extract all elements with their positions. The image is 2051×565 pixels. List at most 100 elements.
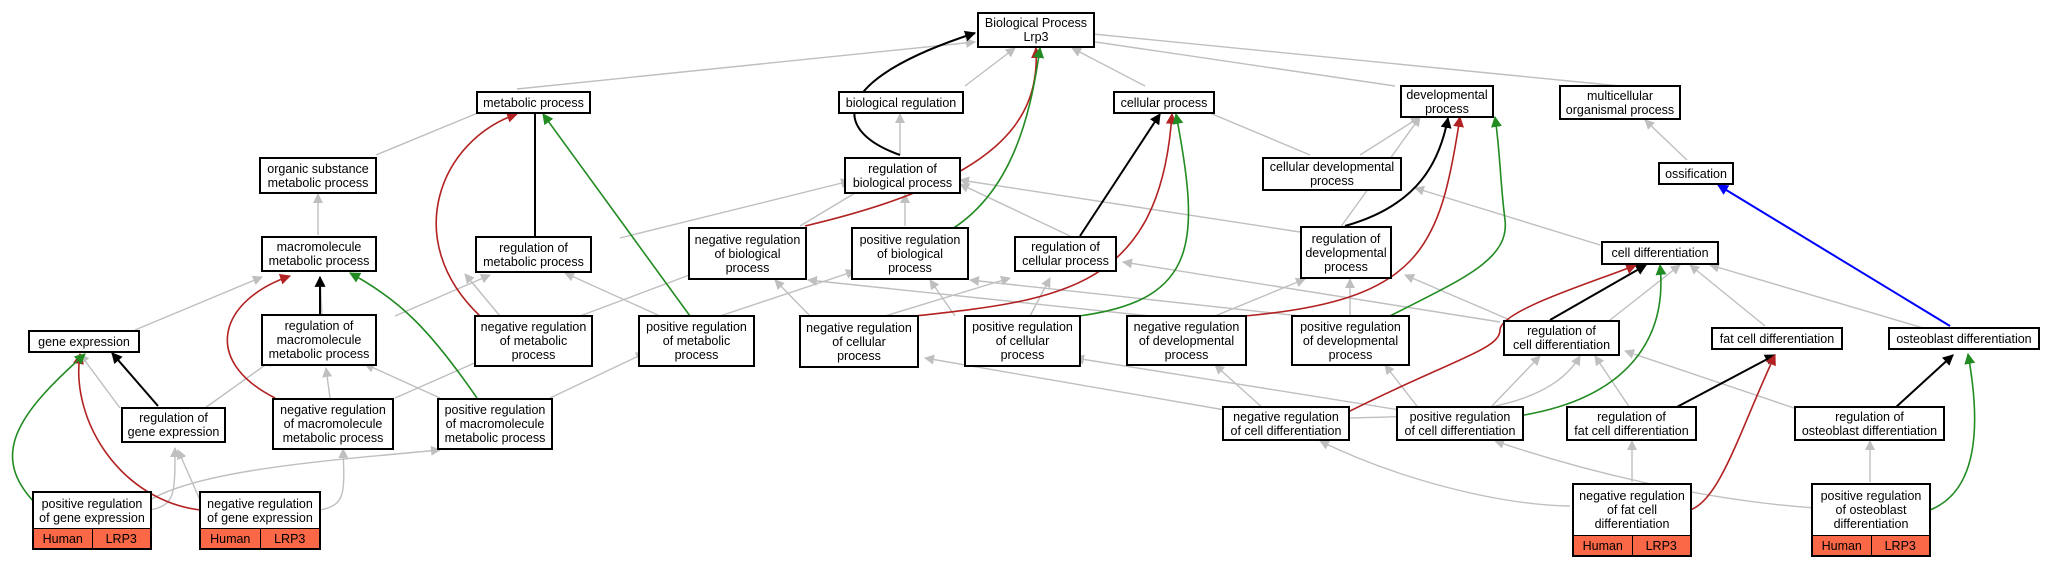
edge-fatdiff-celldiff [1689,264,1766,327]
edge-reggene-regmacro [204,357,276,409]
node-label-line: osteoblast differentiation [1896,331,2032,346]
node-fat-cell-differentiation[interactable]: fat cell differentiation [1711,327,1843,350]
node-metabolic-process[interactable]: metabolic process [476,91,591,114]
edge-regfat-regcelldiff [1594,355,1631,409]
node-label-line: fat cell differentiation [1574,423,1689,438]
edge-negcell-negbio [774,279,811,317]
node-label-line: of biological [876,246,943,261]
node-label-line: of developmental [1302,333,1399,348]
edge-cellular-bp [1071,47,1146,87]
edge-regmet-regbio [619,178,851,239]
node-label-line: metabolic process [444,431,546,445]
node-label-line: process [725,260,770,275]
edge-negfat-fatdiff-red [1689,354,1776,511]
node-osteoblast-differentiation[interactable]: osteoblast differentiation [1888,327,2040,350]
node-label-line: metabolic process [483,254,584,269]
node-label-line: fat cell differentiation [1719,331,1835,346]
node-label-line: regulation of [1311,231,1381,246]
node-label-line: metabolic process [282,431,384,445]
edge-regcelldiff-regdev [1404,273,1511,321]
edge-negcelldiff-negdev [1214,364,1266,411]
node-label-line: regulation of [1527,324,1596,338]
node-label-line: gene expression [38,334,130,349]
node-ossification[interactable]: ossification [1658,162,1734,185]
node-label-line: of fat cell [1606,503,1658,517]
node-label-line: of cellular [832,334,886,349]
node-label-line: macromolecule [276,333,362,347]
edge-regdev-developmental-black [1344,116,1452,227]
edge-reggene-geneexp [79,353,121,409]
node-label-line: regulation of [868,161,937,176]
node-label-line: process [511,348,556,362]
node-label-line: process [888,260,932,275]
edge-poscelldiff-posdev [1384,364,1421,411]
edge-ostdiff-ossification-blue [1717,184,1951,327]
gene-cell: LRP3 [1631,536,1691,555]
edge-negcelldiff-celldiff-red [1339,263,1638,417]
gene-cell: LRP3 [91,529,151,548]
node-label-line: process [1324,259,1368,274]
node-label-line: positive regulation [859,232,961,247]
node-cellular-process[interactable]: cellular process [1113,91,1215,114]
node-label-line: developmental [1406,87,1488,102]
node-label-line: metabolic process [268,254,370,268]
node-label-line: positive regulation [1409,409,1511,424]
gene-annotation: Human LRP3 [1574,535,1690,555]
edge-poscell-posbio [929,279,956,317]
node-label-line: negative regulation [694,232,801,247]
edge-celldiff-celldev [1414,185,1601,246]
node-biological-regulation[interactable]: biological regulation [838,91,964,114]
node-cell-differentiation[interactable]: cell differentiation [1601,241,1719,265]
node-label-line: biological process [852,175,953,190]
node-label-line: biological regulation [845,95,957,110]
node-label-line: positive regulation [1300,319,1401,334]
node-label-line: of macromolecule [283,417,383,431]
node-label-line: cellular developmental [1269,160,1395,174]
node-label-line: metabolic process [267,175,369,190]
edge-posmacro-posmet [549,352,646,399]
node-label-line: gene expression [127,425,220,439]
node-gene-expression[interactable]: gene expression [28,330,140,353]
node-label-line: negative regulation [806,320,912,335]
node-label-line: regulation of [139,411,208,425]
species-cell: Human [1821,538,1862,553]
species-cell: Human [1582,538,1623,553]
node-label-line: of biological [714,246,781,261]
edge-neggene-negmacro [319,448,349,511]
node-label-line: developmental [1305,245,1387,260]
